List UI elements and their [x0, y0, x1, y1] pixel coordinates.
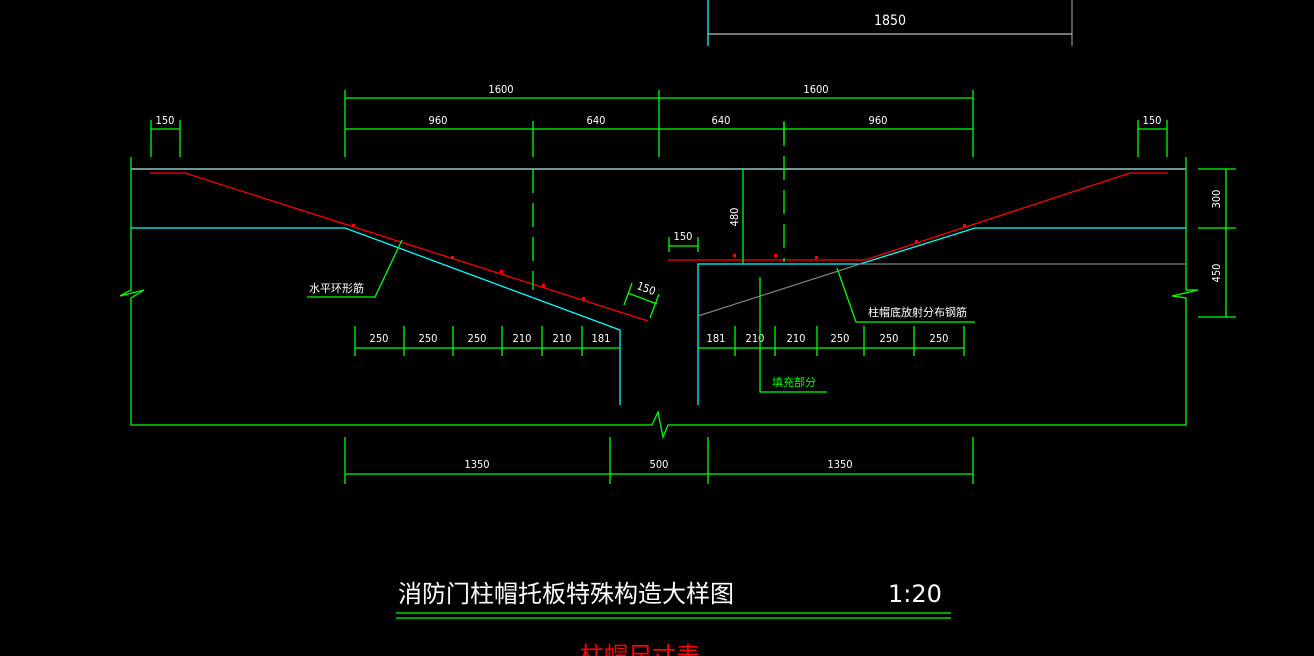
svg-text:250: 250: [880, 332, 899, 345]
svg-text:250: 250: [831, 332, 850, 345]
dim-right-bars: 181 210 210 250 250 250: [698, 326, 965, 356]
dim-row2: 960 640 640 960: [345, 114, 973, 157]
svg-text:填充部分: 填充部分: [772, 375, 816, 389]
svg-text:181: 181: [592, 332, 611, 345]
svg-text:640: 640: [712, 114, 731, 127]
dim-slope-cover: 150: [623, 279, 660, 319]
next-section-title: 柱帽尺寸表: [580, 642, 700, 656]
svg-text:150: 150: [156, 114, 175, 127]
label-horizontal-ring-bar: 水平环形筋: [307, 239, 403, 298]
dim-edges: 150 150: [150, 114, 1168, 157]
dim-depth: 480: [728, 169, 744, 264]
svg-text:210: 210: [787, 332, 806, 345]
svg-text:150: 150: [635, 279, 657, 298]
cap-profile-left: [131, 227, 621, 405]
svg-text:300: 300: [1210, 190, 1223, 209]
rebar-right: [668, 172, 1168, 261]
svg-text:250: 250: [468, 332, 487, 345]
svg-text:960: 960: [869, 114, 888, 127]
dim-left-bars: 250 250 250 210 210 181: [354, 326, 620, 356]
svg-text:150: 150: [674, 230, 693, 243]
svg-text:210: 210: [553, 332, 572, 345]
svg-text:480: 480: [728, 208, 741, 227]
dim-top: 1850: [707, 0, 1073, 46]
svg-text:1600: 1600: [803, 83, 828, 96]
svg-text:181: 181: [707, 332, 726, 345]
svg-text:1600: 1600: [488, 83, 513, 96]
svg-text:150: 150: [1143, 114, 1162, 127]
rebar-left: [150, 172, 649, 322]
aux-line: [697, 263, 1186, 317]
dim-right-vertical: 300 450: [1198, 168, 1236, 318]
svg-text:450: 450: [1210, 264, 1223, 283]
svg-text:500: 500: [650, 458, 669, 471]
slab-outline: [119, 157, 1199, 440]
svg-text:960: 960: [429, 114, 448, 127]
rebar-dots: [352, 224, 966, 300]
svg-text:1850: 1850: [874, 13, 906, 29]
svg-text:1350: 1350: [827, 458, 852, 471]
svg-text:250: 250: [419, 332, 438, 345]
drawing-scale: 1:20: [888, 580, 942, 608]
svg-text:250: 250: [370, 332, 389, 345]
dim-bottom: 1350 500 1350: [344, 437, 974, 484]
svg-text:210: 210: [513, 332, 532, 345]
svg-text:水平环形筋: 水平环形筋: [309, 281, 364, 295]
label-fill-part: 填充部分: [759, 277, 827, 393]
svg-text:1350: 1350: [464, 458, 489, 471]
svg-text:640: 640: [587, 114, 606, 127]
svg-text:210: 210: [746, 332, 765, 345]
dim-row1: 1600 1600: [344, 83, 974, 157]
svg-text:250: 250: [930, 332, 949, 345]
svg-text:柱帽底放射分布钢筋: 柱帽底放射分布钢筋: [868, 305, 967, 319]
label-radial-bottom-bar: 柱帽底放射分布钢筋: [836, 267, 975, 323]
drawing-title: 消防门柱帽托板特殊构造大样图: [398, 580, 734, 608]
dim-offset: 150: [668, 230, 699, 252]
